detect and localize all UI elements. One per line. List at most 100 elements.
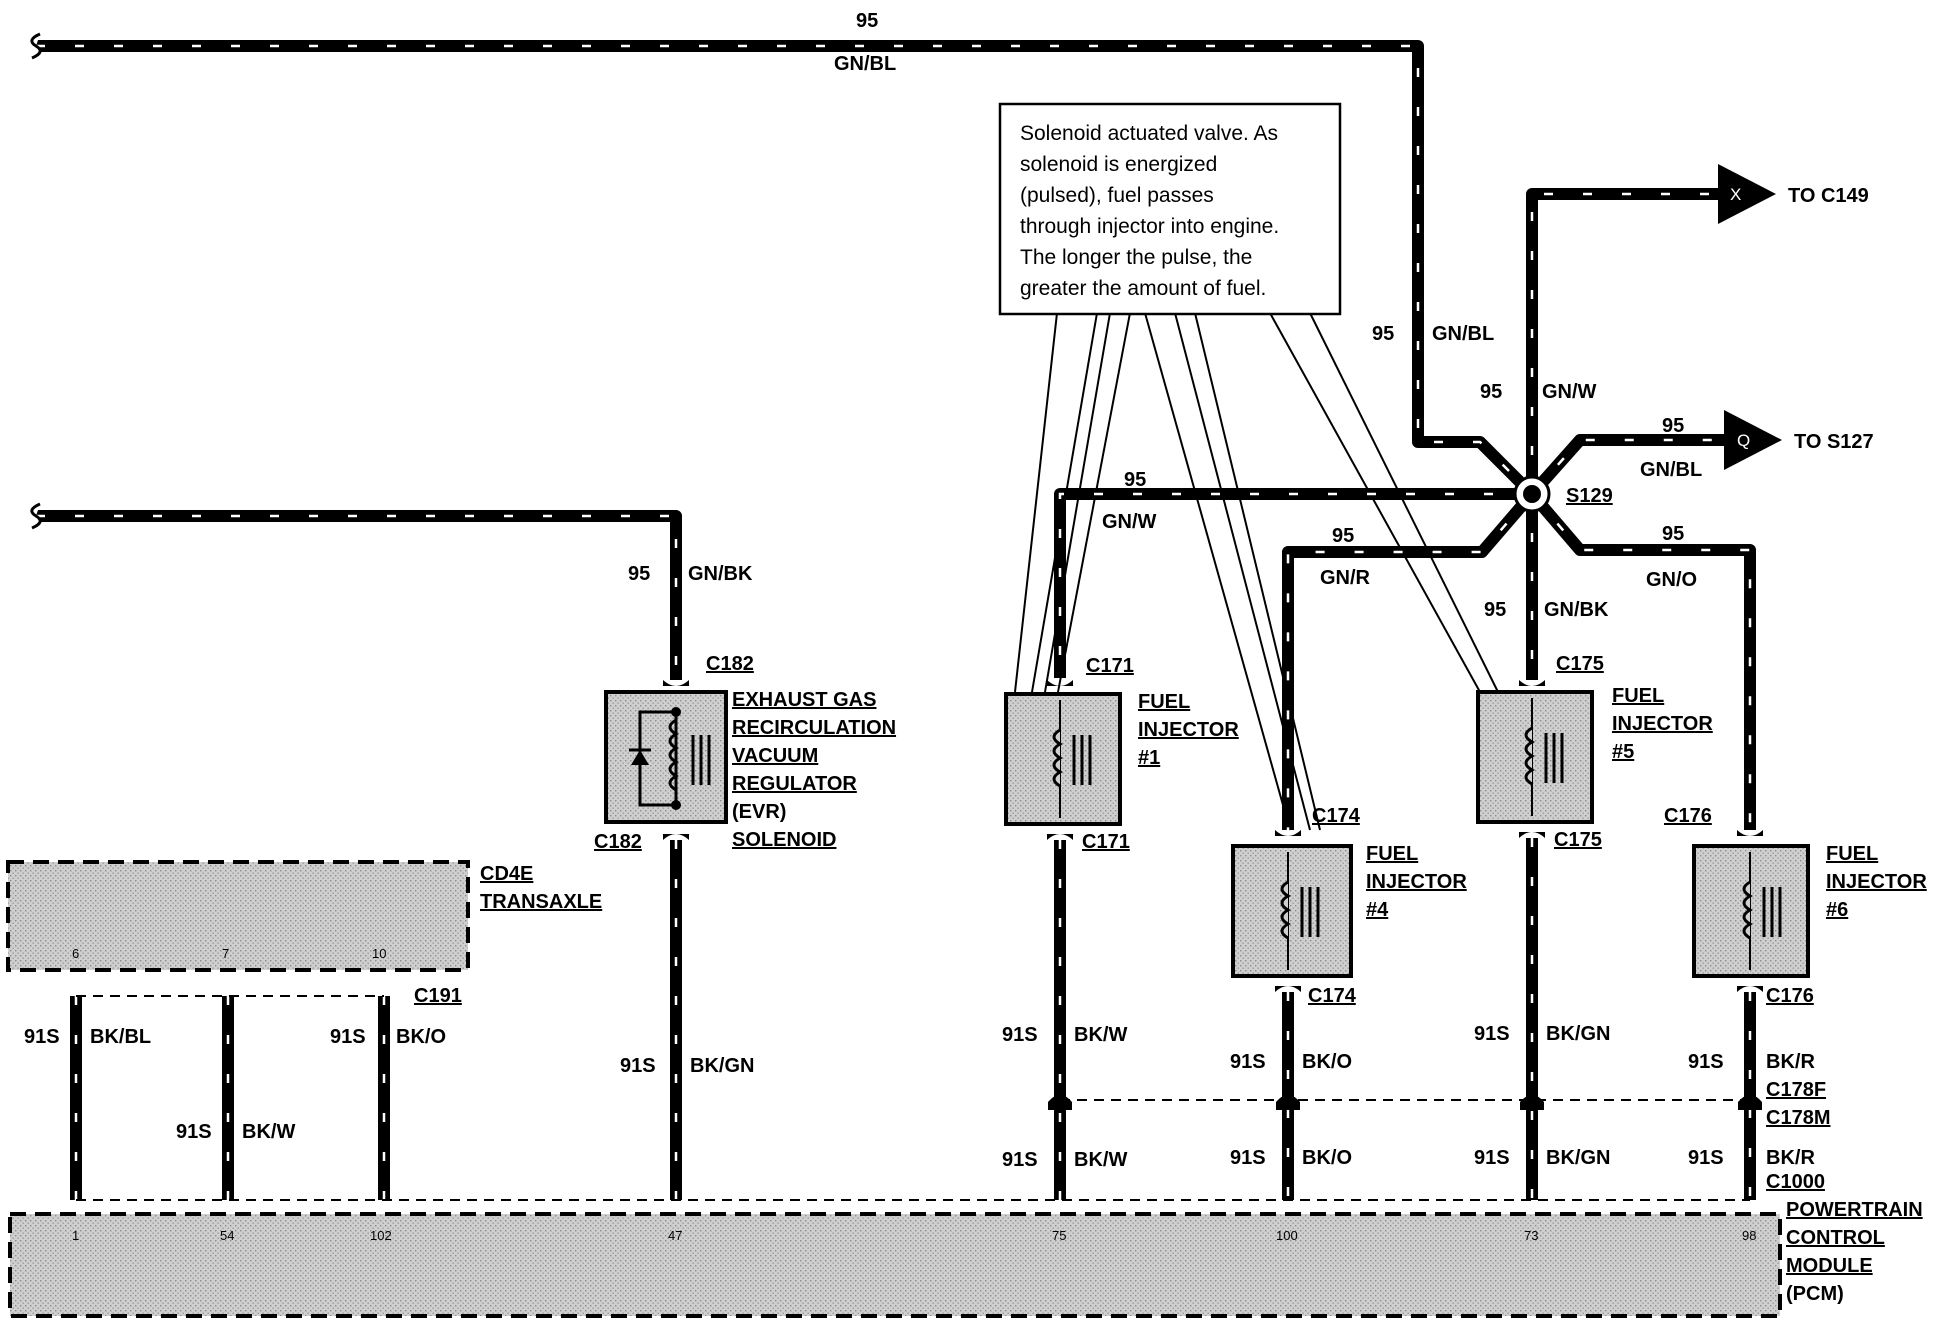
wire-color-label: BK/R	[1766, 1051, 1815, 1073]
wire-to-s127	[1527, 434, 1724, 498]
wire-circuit-label: 95	[1484, 599, 1506, 621]
connector-destination: TO C149	[1788, 185, 1869, 207]
component-label: INJECTOR	[1138, 719, 1239, 741]
wire-circuit-label: 91S	[1230, 1147, 1266, 1169]
wire-circuit-label: 95	[1332, 525, 1354, 547]
wire-color-label: BK/W	[1074, 1024, 1127, 1046]
wire-color-label: GN/R	[1320, 567, 1371, 589]
splice-s129	[1513, 475, 1551, 513]
component-label: REGULATOR	[732, 773, 857, 795]
component-label: FUEL	[1138, 691, 1190, 713]
component-label: #6	[1826, 899, 1848, 921]
callout-leaders	[1014, 312, 1499, 831]
component-label: EXHAUST GAS	[732, 689, 876, 711]
connector-label: C178M	[1766, 1107, 1830, 1129]
wire-color-label: GN/W	[1102, 511, 1157, 533]
wire-circuit-label: 95	[856, 10, 878, 32]
component-label: FUEL	[1366, 843, 1418, 865]
component-label: RECIRCULATION	[732, 717, 896, 739]
component-label: INJECTOR	[1366, 871, 1467, 893]
callout-line: greater the amount of fuel.	[1020, 277, 1266, 300]
component-label: MODULE	[1786, 1255, 1873, 1277]
component-label: TRANSAXLE	[480, 891, 602, 913]
pin-number: 10	[372, 946, 386, 961]
component-label: INJECTOR	[1612, 713, 1713, 735]
wire-color-label: GN/BL	[834, 53, 896, 75]
component-label: (PCM)	[1786, 1283, 1844, 1305]
arrow-connector-x: X	[1718, 164, 1776, 224]
connector-letter: Q	[1737, 431, 1750, 450]
component-label: VACUUM	[732, 745, 818, 767]
wire-to-c149	[1526, 188, 1718, 494]
wire-top-gn-bl	[36, 40, 1537, 499]
wire-circuit-label: 95	[1662, 415, 1684, 437]
pin-number: 73	[1524, 1228, 1538, 1243]
callout-line: (pulsed), fuel passes	[1020, 184, 1214, 207]
pin-number: 75	[1052, 1228, 1066, 1243]
callout-line: The longer the pulse, the	[1020, 246, 1252, 269]
wire-stripes	[36, 44, 1752, 1200]
arrow-connector-q: Q	[1724, 410, 1782, 470]
wire-color-label: GN/W	[1542, 381, 1597, 403]
wire-circuit-label: 91S	[1002, 1149, 1038, 1171]
wire-circuit-label: 91S	[1474, 1023, 1510, 1045]
wire-circuit-label: 91S	[176, 1121, 212, 1143]
callout-line: Solenoid actuated valve. As	[1020, 122, 1278, 145]
wire-circuit-label: 95	[1662, 523, 1684, 545]
pin-number: 54	[220, 1228, 234, 1243]
wire-circuit-label: 91S	[1002, 1024, 1038, 1046]
component-label: CD4E	[480, 863, 533, 885]
wire-color-label: GN/BK	[688, 563, 753, 585]
connector-label: C174	[1312, 805, 1361, 827]
connector-terminals	[663, 680, 1763, 1110]
component-label: POWERTRAIN	[1786, 1199, 1923, 1221]
wire-color-label: GN/O	[1646, 569, 1697, 591]
wire-color-label: BK/BL	[90, 1026, 151, 1048]
connector-destination: TO S127	[1794, 431, 1874, 453]
component-label: SOLENOID	[732, 829, 836, 851]
wire-inj4-feed	[1282, 490, 1537, 830]
wire-circuit-label: 91S	[1474, 1147, 1510, 1169]
wire-color-label: BK/O	[396, 1026, 446, 1048]
component-labels: EXHAUST GAS RECIRCULATION VACUUM REGULAT…	[480, 685, 1927, 1305]
wire-egr-gn-bk	[36, 510, 682, 680]
wire-color-label: GN/BL	[1640, 459, 1702, 481]
connector-label: C171	[1086, 655, 1134, 677]
wire-labels: 95 GN/BL 95 GN/BK 95 GN/BL 95 GN/W 95 GN…	[24, 10, 1815, 1171]
pin-number: 1	[72, 1228, 79, 1243]
wire-circuit-label: 95	[1372, 323, 1394, 345]
connector-label: C182	[706, 653, 754, 675]
pin-number: 47	[668, 1228, 682, 1243]
connector-letter: X	[1730, 185, 1741, 204]
fuel-injector-5	[1476, 690, 1594, 824]
wire-circuit-label: 91S	[330, 1026, 366, 1048]
wire-break-icon	[30, 32, 42, 530]
wire-circuit-label: 95	[1480, 381, 1502, 403]
wire-color-label: BK/W	[1074, 1149, 1127, 1171]
wire-color-label: BK/O	[1302, 1147, 1352, 1169]
component-label: FUEL	[1612, 685, 1664, 707]
wire-color-label: BK/O	[1302, 1051, 1352, 1073]
fuel-injector-1	[1004, 692, 1122, 826]
callout-box: Solenoid actuated valve. As solenoid is …	[998, 102, 1342, 316]
connector-label: C1000	[1766, 1171, 1825, 1193]
fuel-injector-4	[1231, 844, 1353, 978]
connector-label: C178F	[1766, 1079, 1826, 1101]
component-label: #1	[1138, 747, 1160, 769]
connector-labels: TO C149 TO S127 S129 C182 C182 C171 C171…	[414, 185, 1874, 1193]
connector-label: C171	[1082, 831, 1130, 853]
wire-color-label: BK/GN	[1546, 1023, 1610, 1045]
splice-label: S129	[1566, 485, 1613, 507]
callout-line: through injector into engine.	[1020, 215, 1279, 238]
component-label: CONTROL	[1786, 1227, 1885, 1249]
component-label: #4	[1366, 899, 1389, 921]
pin-number: 102	[370, 1228, 392, 1243]
pin-number: 6	[72, 946, 79, 961]
wire-circuit-label: 91S	[24, 1026, 60, 1048]
callout-line: solenoid is energized	[1020, 153, 1217, 176]
wire-circuit-label: 91S	[620, 1055, 656, 1077]
connector-label: C176	[1766, 985, 1814, 1007]
wire-circuit-label: 95	[628, 563, 650, 585]
wire-circuit-label: 91S	[1688, 1051, 1724, 1073]
